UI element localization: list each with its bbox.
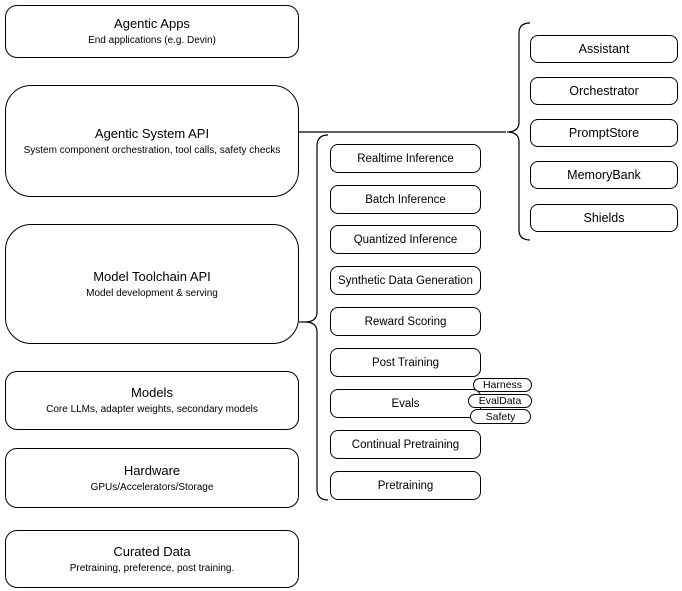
node-batch-inference: Batch Inference [330, 185, 481, 214]
node-agentic-apps: Agentic Apps End applications (e.g. Devi… [5, 5, 299, 58]
tag-harness: Harness [473, 378, 532, 392]
node-memorybank: MemoryBank [530, 161, 678, 189]
node-synthetic-data-generation: Synthetic Data Generation [330, 266, 481, 295]
node-title: Curated Data [113, 543, 191, 559]
node-agentic-system-api: Agentic System API System component orch… [5, 85, 299, 197]
node-hardware: Hardware GPUs/Accelerators/Storage [5, 448, 299, 508]
node-models: Models Core LLMs, adapter weights, secon… [5, 371, 299, 430]
node-subtitle: Core LLMs, adapter weights, secondary mo… [46, 404, 258, 415]
node-curated-data: Curated Data Pretraining, preference, po… [5, 530, 299, 588]
node-post-training: Post Training [330, 348, 481, 377]
node-model-toolchain-api: Model Toolchain API Model development & … [5, 224, 299, 344]
node-pretraining: Pretraining [330, 471, 481, 500]
node-title: Agentic Apps [114, 16, 190, 31]
node-title: Agentic System API [94, 125, 210, 141]
node-subtitle: Model development & serving [86, 287, 218, 299]
node-title: Hardware [123, 462, 181, 478]
node-subtitle: GPUs/Accelerators/Storage [90, 481, 214, 493]
node-subtitle: System component orchestration, tool cal… [23, 144, 281, 156]
node-assistant: Assistant [530, 35, 678, 63]
node-orchestrator: Orchestrator [530, 77, 678, 105]
node-title: Model Toolchain API [93, 268, 211, 284]
tag-safety: Safety [470, 409, 531, 424]
node-realtime-inference: Realtime Inference [330, 144, 481, 173]
node-evals: Evals [330, 389, 481, 418]
node-continual-pretraining: Continual Pretraining [330, 430, 481, 459]
node-subtitle: End applications (e.g. Devin) [88, 35, 216, 46]
brace-system-components [506, 22, 531, 241]
brace-toolchain-items [304, 134, 329, 501]
node-promptstore: PromptStore [530, 119, 678, 147]
node-title: Models [131, 385, 173, 400]
tag-evaldata: EvalData [468, 394, 532, 408]
node-subtitle: Pretraining, preference, post training. [69, 562, 235, 574]
node-quantized-inference: Quantized Inference [330, 225, 481, 254]
node-reward-scoring: Reward Scoring [330, 307, 481, 336]
node-shields: Shields [530, 204, 678, 232]
